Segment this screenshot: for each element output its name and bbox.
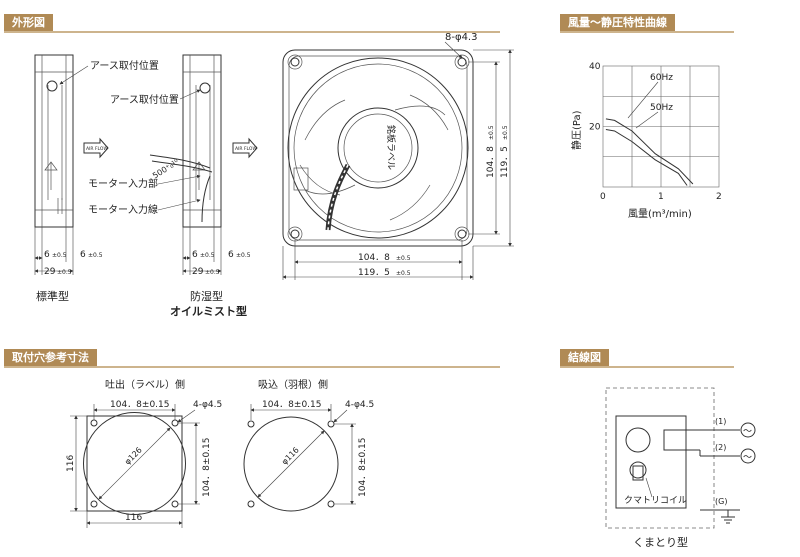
- tol-29: ±0.5: [57, 269, 72, 276]
- intake-pitch-v: 104．8±0.15: [358, 438, 368, 498]
- oilmist-type-label: オイルミスト型: [170, 304, 247, 318]
- discharge-pitch-v: 104．8±0.15: [202, 438, 212, 498]
- mount-holes-spec: 8-φ4.3: [445, 32, 477, 43]
- section-holes-tag: 取付穴参考寸法: [4, 349, 97, 366]
- section-holes-rule: [4, 366, 500, 368]
- shading-coil-label: クマトリコイル: [624, 495, 687, 506]
- discharge-hole-drawing: [83, 412, 186, 515]
- tol-1048-v: ±0.5: [488, 125, 495, 140]
- chart-xlabel: 風量(m³/min): [628, 208, 692, 220]
- airflow-arrow-icon: AIR FLOW: [83, 137, 109, 159]
- intake-pitch-h: 104．8±0.15: [262, 400, 322, 410]
- section-wiring-tag: 結線図: [560, 349, 609, 366]
- dim-29: 29: [44, 267, 56, 277]
- discharge-hole-spec: 4-φ4.5: [193, 400, 222, 410]
- section-outline-tag: 外形図: [4, 14, 53, 31]
- y-tick-40: 40: [589, 62, 601, 72]
- dia-126-label: φ126: [123, 445, 144, 466]
- side-view-moisture: [149, 54, 222, 228]
- airflow-arrow-icon-2: AIR FLOW: [232, 137, 258, 159]
- side-view-standard: [34, 54, 74, 228]
- tol-6-right-2: ±0.5: [236, 252, 251, 259]
- dim-6-right-2: 6: [228, 250, 234, 260]
- moisture-type-label: 防湿型: [190, 289, 223, 303]
- discharge-side-title: 吐出（ラベル）側: [105, 378, 185, 391]
- dim-6-right: 6: [80, 250, 86, 260]
- dim-1195-v: 119．5: [500, 146, 510, 178]
- series-label-60hz: 60Hz: [650, 73, 673, 83]
- svg-text:AIR FLOW: AIR FLOW: [235, 146, 257, 152]
- label-plate-text: 銘板ラベル: [385, 125, 397, 170]
- standard-type-label: 標準型: [36, 289, 69, 303]
- dim-29-2: 29: [192, 267, 204, 277]
- x-tick-2: 2: [716, 192, 722, 202]
- tol-6-right: ±0.5: [88, 252, 103, 259]
- series-label-50hz: 50Hz: [650, 103, 673, 113]
- dim-6-left-2: 6: [192, 250, 198, 260]
- section-curve-tag: 風量～静圧特性曲線: [560, 14, 675, 31]
- series-line-50hz: [605, 129, 688, 186]
- fan-front-view: [282, 49, 474, 247]
- earth-label-moisture: アース取付位置: [110, 93, 179, 106]
- intake-hole-spec: 4-φ4.5: [345, 400, 374, 410]
- tol-1195-v: ±0.5: [502, 125, 509, 140]
- dim-1195-h: 119．5: [358, 268, 390, 278]
- dim-1048-h: 104．8: [358, 253, 390, 263]
- shaded-pole-type-label: くまとり型: [633, 535, 688, 549]
- tol-6-left: ±0.5: [52, 252, 67, 259]
- tol-1048-h: ±0.5: [396, 255, 411, 262]
- wire-2-label: (2): [715, 443, 726, 452]
- ac-source-icon-2: ～: [743, 453, 752, 463]
- x-tick-1: 1: [658, 192, 664, 202]
- section-outline-rule: [4, 31, 500, 33]
- tol-29-2: ±0.5: [205, 269, 220, 276]
- pq-chart: 0 1 2 20 40: [589, 62, 722, 202]
- wire-1-label: (1): [715, 417, 726, 426]
- wire-g-label: (G): [715, 497, 727, 506]
- series-line-60hz: [605, 118, 694, 185]
- earth-screw-icon: [46, 80, 58, 92]
- svg-text:AIR FLOW: AIR FLOW: [86, 146, 108, 152]
- dim-116-v: 116: [66, 455, 76, 472]
- dim-116-h: 116: [125, 513, 142, 523]
- wire-length-label: 500⁺₀¹⁰: [151, 157, 180, 180]
- ac-source-icon-1: ～: [743, 427, 752, 437]
- dim-1048-v: 104．8: [486, 146, 496, 178]
- intake-hole-drawing: [243, 416, 339, 512]
- discharge-pitch-h: 104．8±0.15: [110, 400, 170, 410]
- wiring-diagram: [605, 387, 756, 529]
- y-tick-20: 20: [589, 123, 601, 133]
- tol-6-left-2: ±0.5: [200, 252, 215, 259]
- section-wiring-rule: [560, 366, 734, 368]
- intake-side-title: 吸込（羽根）側: [258, 378, 328, 391]
- x-tick-0: 0: [600, 192, 606, 202]
- chart-ylabel: 静圧(Pa): [570, 110, 583, 150]
- earth-label-standard: アース取付位置: [90, 59, 159, 72]
- motor-input-part-label: モーター入力部: [88, 177, 158, 190]
- section-curve-rule: [560, 31, 734, 33]
- earth-screw-icon-2: [199, 82, 211, 94]
- tol-1195-h: ±0.5: [396, 270, 411, 277]
- motor-input-wire-label: モーター入力線: [88, 203, 158, 216]
- dia-116-label: φ116: [280, 445, 301, 466]
- dim-6-left: 6: [44, 250, 50, 260]
